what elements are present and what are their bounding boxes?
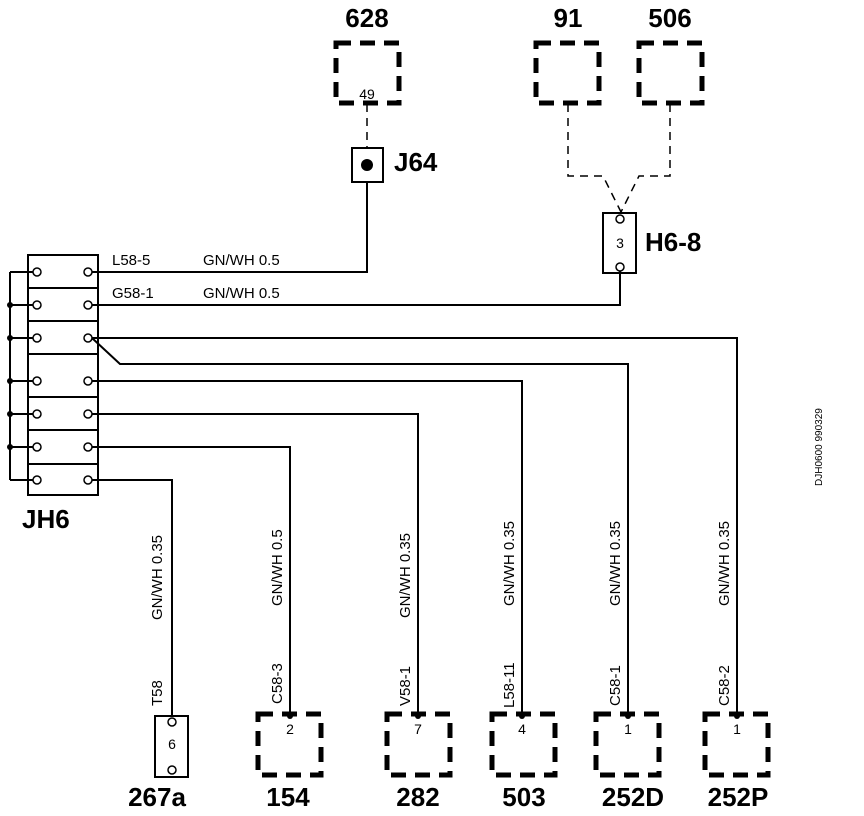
wire-t58-spec-g: GN/WH 0.35 <box>149 535 166 620</box>
connector-252d-label: 252D <box>602 782 664 812</box>
wire-l58-11-circuit: L58-11 <box>501 662 518 708</box>
wire-c58-2-circuit: C58-2 <box>716 665 733 706</box>
h6-8-hole-bottom <box>615 262 625 272</box>
dashed-wire-506 <box>620 104 671 213</box>
wire-c58-1-spec-g: GN/WH 0.35 <box>607 521 624 606</box>
connector-503-label: 503 <box>502 782 545 812</box>
connector-267a-label: 267a <box>128 782 186 812</box>
connector-252p-pin: 1 <box>733 721 741 737</box>
connector-282-label: 282 <box>396 782 439 812</box>
wire-c58-1-spec: GN/WH 0.35 <box>607 521 624 606</box>
wire-l58-5-spec: GN/WH 0.5 <box>203 252 280 269</box>
jh6-terminals <box>32 267 93 485</box>
connector-628-label: 628 <box>345 3 388 33</box>
connector-267a-box <box>154 715 189 778</box>
wire-c58-2-spec: GN/WH 0.35 <box>716 521 733 606</box>
wire-c58-3-spec: GN/WH 0.5 <box>269 529 286 606</box>
connector-282-terminal <box>415 713 421 719</box>
connector-91-label: 91 <box>554 3 583 33</box>
connector-267a-pin: 6 <box>168 736 176 752</box>
wire-l58-11-spec: GN/WH 0.35 <box>501 521 518 606</box>
wire-v58-1-circuit: V58-1 <box>397 666 414 706</box>
wire-v58-1-spec-g: GN/WH 0.35 <box>397 533 414 618</box>
connector-282-pin: 7 <box>414 721 422 737</box>
jh6-rows <box>28 287 98 465</box>
wire-l58-11 <box>92 380 523 714</box>
j64-label: J64 <box>394 147 438 177</box>
wire-v58-1-spec: GN/WH 0.35 <box>397 533 414 618</box>
wire-g58-1 <box>92 271 621 306</box>
drawing-id-g: DJH0600 990329 <box>814 408 825 486</box>
wire-v58-1-circuit-g: V58-1 <box>397 666 414 706</box>
jh6-block <box>27 254 99 496</box>
wire-c58-2 <box>92 337 738 714</box>
wire-c58-3-circuit-g: C58-3 <box>269 663 286 704</box>
connector-503-terminal <box>519 713 525 719</box>
jh6-label: JH6 <box>22 504 70 534</box>
connector-267a-hole-bottom <box>167 765 177 775</box>
connector-506-box <box>636 40 705 106</box>
connector-503-pin: 4 <box>518 721 526 737</box>
wire-l58-11-spec-g: GN/WH 0.35 <box>501 521 518 606</box>
wire-t58-circuit-g: T58 <box>149 680 166 706</box>
wire-l58-5 <box>92 182 368 273</box>
wire-c58-3 <box>92 446 291 714</box>
wire-c58-3-spec-g: GN/WH 0.5 <box>269 529 286 606</box>
connector-154-pin: 2 <box>286 721 294 737</box>
connector-154-label: 154 <box>266 782 310 812</box>
connector-506-label: 506 <box>648 3 691 33</box>
wire-c58-2-circuit-g: C58-2 <box>716 665 733 706</box>
connector-628-pin: 49 <box>359 86 375 102</box>
wire-t58 <box>92 479 173 716</box>
j64-splice-dot <box>361 159 373 171</box>
drawing-id: DJH0600 990329 <box>814 408 825 486</box>
wire-c58-1-circuit-g: C58-1 <box>607 665 624 706</box>
connector-252p-label: 252P <box>708 782 769 812</box>
h6-8-pin: 3 <box>616 235 624 251</box>
connector-91-box <box>533 40 602 106</box>
h6-8-label: H6-8 <box>645 227 701 257</box>
wire-c58-1 <box>91 337 629 714</box>
wire-v58-1 <box>92 413 419 714</box>
wire-l58-5-circuit: L58-5 <box>112 252 150 269</box>
wire-g58-1-spec: GN/WH 0.5 <box>203 285 280 302</box>
wire-c58-1-circuit: C58-1 <box>607 665 624 706</box>
connector-252d-terminal <box>625 713 631 719</box>
wire-g58-1-circuit: G58-1 <box>112 285 154 302</box>
h6-8-hole-top <box>615 214 625 224</box>
connector-628-box <box>333 40 402 106</box>
dashed-wire-91 <box>567 104 622 213</box>
wire-t58-circuit: T58 <box>149 680 166 706</box>
connector-252d-pin: 1 <box>624 721 632 737</box>
jh6-bus <box>7 271 35 481</box>
connector-252p-terminal <box>734 713 740 719</box>
wire-c58-2-spec-g: GN/WH 0.35 <box>716 521 733 606</box>
connector-267a-hole-top <box>167 717 177 727</box>
wire-c58-3-circuit: C58-3 <box>269 663 286 704</box>
wire-l58-11-circuit-g: L58-11 <box>501 662 518 708</box>
wire-t58-spec: GN/WH 0.35 <box>149 535 166 620</box>
connector-154-terminal <box>287 713 293 719</box>
